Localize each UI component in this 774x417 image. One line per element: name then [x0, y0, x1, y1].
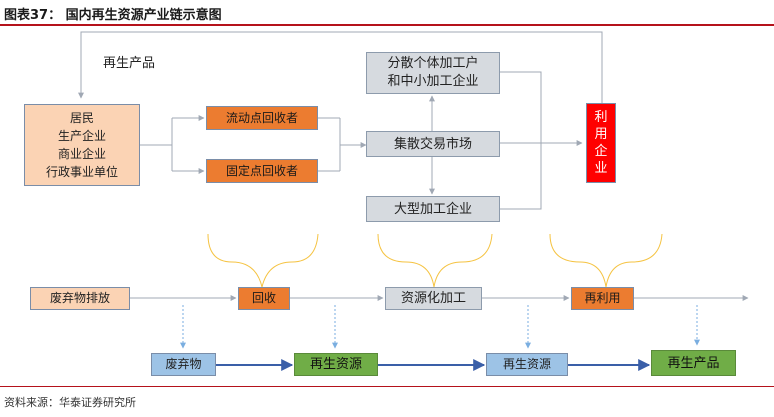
footer-rule	[0, 386, 774, 387]
distributed-processors-line-1: 分散个体加工户	[387, 56, 479, 71]
utilization-char-2: 用	[594, 127, 608, 142]
large-processors-box: 大型加工企业	[366, 196, 500, 222]
regenerated-product-box: 再生产品	[651, 350, 736, 376]
processors-to-utilization	[500, 71, 583, 210]
figure-title: 图表37： 国内再生资源产业链示意图	[4, 8, 222, 23]
residents-line-3: 商业企业	[57, 147, 106, 161]
brace-reuse	[549, 233, 663, 288]
reuse-box: 再利用	[571, 287, 634, 310]
mobile-collectors-box: 流动点回收者	[206, 106, 318, 130]
residents-to-collectors	[140, 115, 205, 174]
residents-line-4: 行政事业单位	[45, 165, 118, 179]
renewable-resource-box-1: 再生资源	[294, 353, 378, 376]
resource-processing-box: 资源化加工	[385, 287, 482, 310]
source-note: 资料来源：华泰证券研究所	[4, 396, 136, 409]
fixed-collectors-box: 固定点回收者	[206, 159, 318, 183]
utilization-char-4: 业	[594, 161, 608, 176]
waste-box: 废弃物	[151, 353, 216, 376]
feedback-loop-line	[78, 31, 603, 103]
dotted-arrows	[180, 305, 700, 349]
residents-line-1: 居民	[69, 111, 94, 125]
market-box: 集散交易市场	[366, 131, 500, 157]
brace-recycle	[207, 233, 319, 288]
residents-line-2: 生产企业	[57, 129, 106, 143]
distributed-processors-box: 分散个体加工户 和中小加工企业	[366, 52, 500, 94]
recycle-box: 回收	[238, 287, 290, 310]
utilization-box: 利 用 企 业	[586, 103, 616, 183]
waste-discharge-box: 废弃物排放	[30, 287, 130, 310]
residents-box: 居民 生产企业 商业企业 行政事业单位	[24, 104, 140, 186]
collectors-to-market	[318, 117, 367, 172]
renewable-resource-box-2: 再生资源	[486, 353, 568, 376]
regenerated-products-label: 再生产品	[103, 56, 156, 71]
distributed-processors-line-2: 和中小加工企业	[387, 74, 479, 89]
title-rule	[0, 24, 774, 26]
utilization-char-3: 企	[594, 144, 608, 159]
brace-processing	[377, 233, 493, 288]
utilization-char-1: 利	[594, 110, 608, 125]
